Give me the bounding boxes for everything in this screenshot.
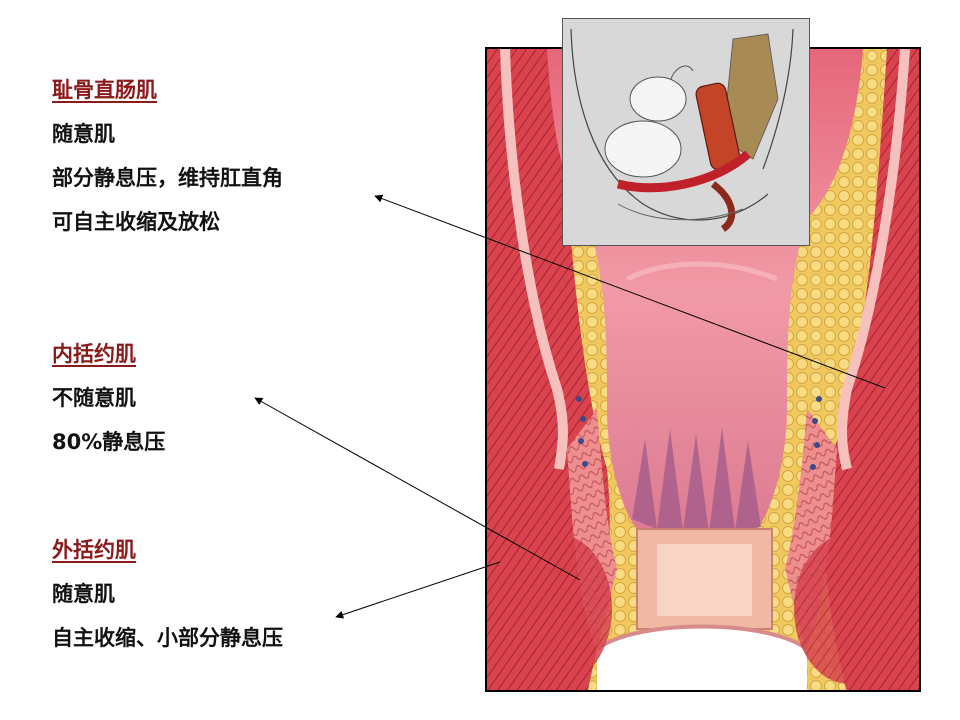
pelvis-inset-illustration: [562, 18, 810, 246]
section-line: 部分静息压，维持肛直角: [52, 166, 283, 190]
pointer-arrow: [374, 194, 886, 389]
section-line: 自主收缩、小部分静息压: [52, 626, 283, 650]
section-title: 耻骨直肠肌: [52, 78, 157, 102]
section-line: 可自主收缩及放松: [52, 210, 220, 234]
section-line: 随意肌: [52, 582, 115, 606]
section-external-sphincter: 外括约肌 随意肌 自主收缩、小部分静息压: [52, 538, 283, 650]
section-line: 不随意肌: [52, 386, 136, 410]
pointer-arrow: [335, 561, 501, 619]
section-line: 80%静息压: [52, 430, 166, 454]
pointer-arrow: [254, 397, 581, 581]
section-internal-sphincter: 内括约肌 不随意肌 80%静息压: [52, 342, 165, 454]
section-title: 外括约肌: [52, 538, 136, 562]
pelvis-inset-drawing: [563, 19, 809, 245]
section-line: 随意肌: [52, 122, 115, 146]
section-title: 内括约肌: [52, 342, 136, 366]
section-puborectalis: 耻骨直肠肌 随意肌 部分静息压，维持肛直角 可自主收缩及放松: [52, 78, 283, 234]
